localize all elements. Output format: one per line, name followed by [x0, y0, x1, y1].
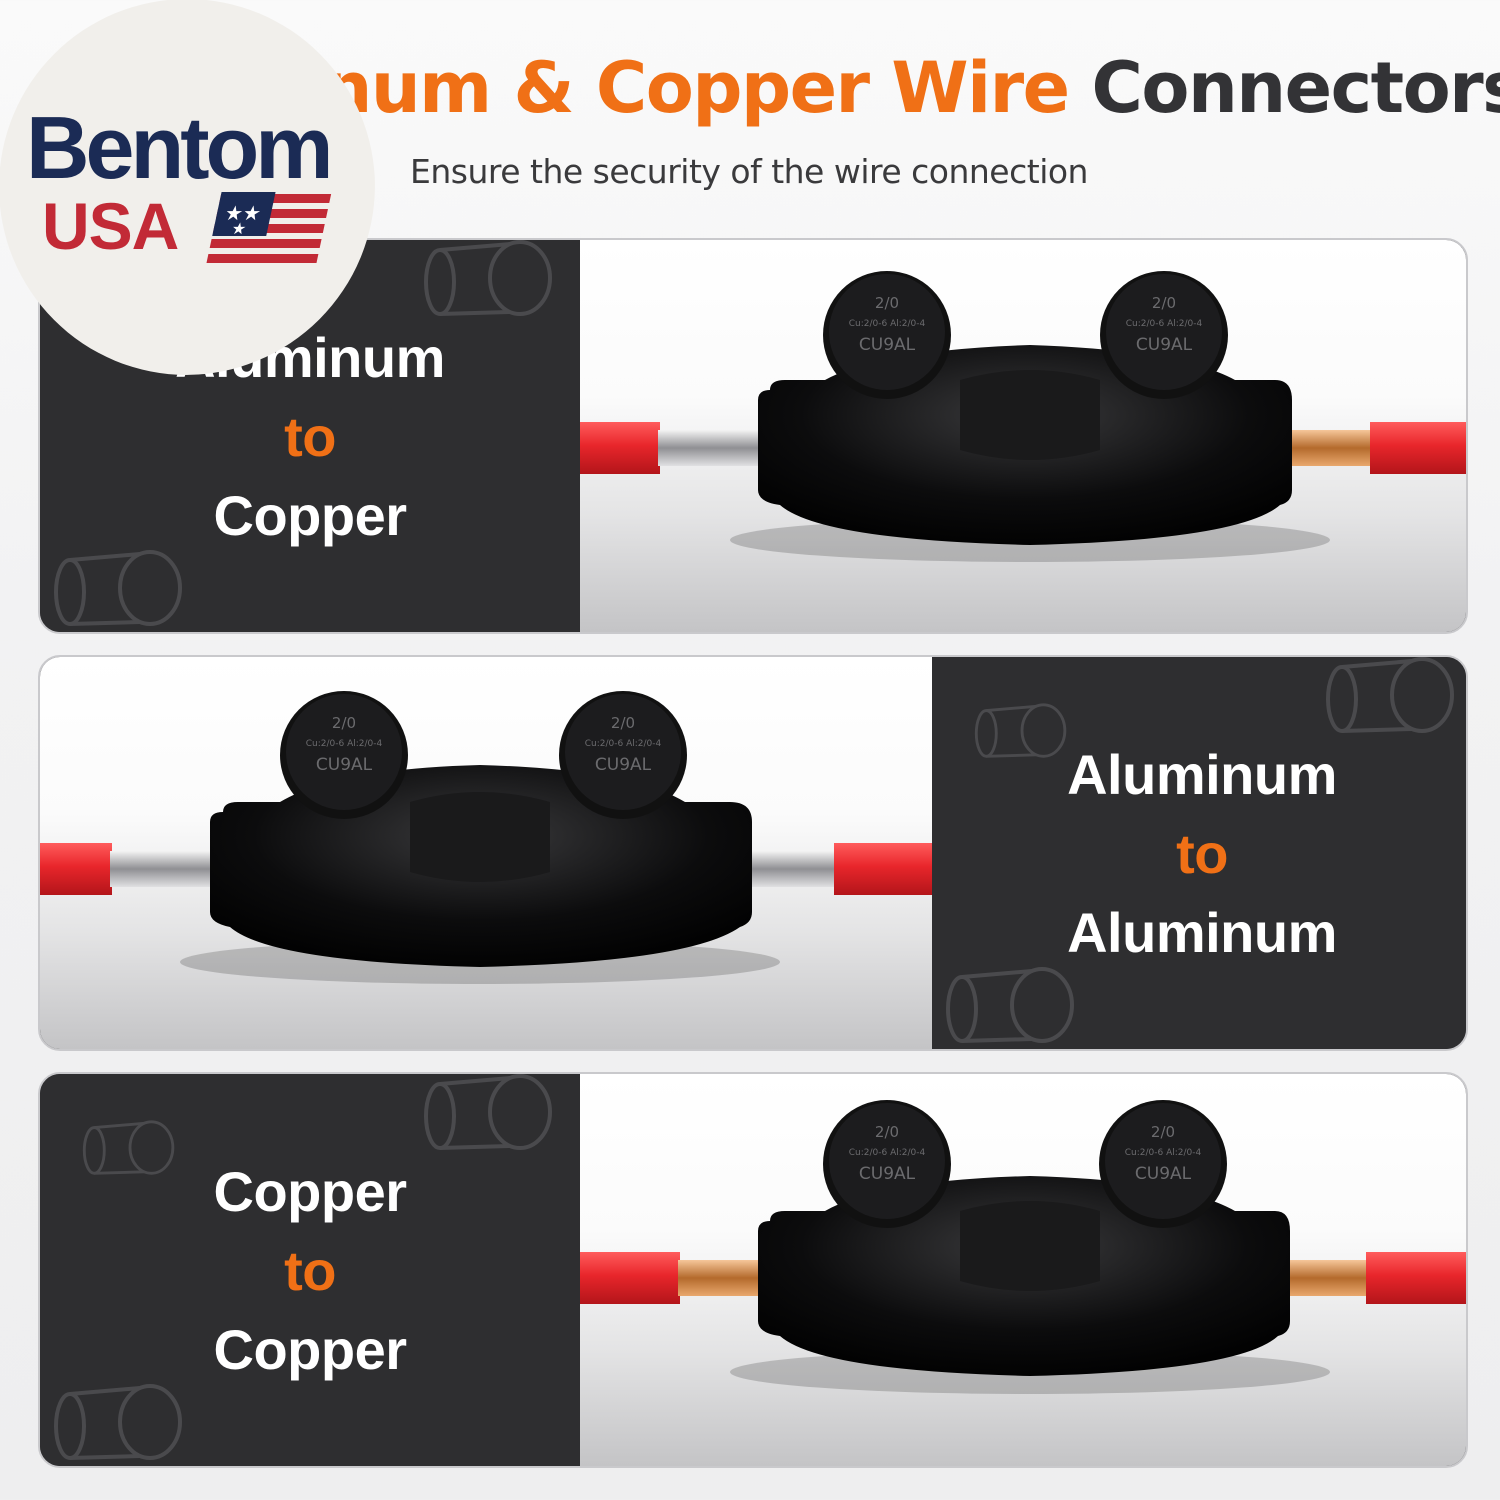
- connector-photo: 2/0 Cu:2/0-6 Al:2/0-4 CU9AL 2/0 Cu:2/0-6…: [580, 1074, 1466, 1466]
- wire-conductor-right: [1288, 1260, 1368, 1296]
- label-to: to: [284, 405, 336, 468]
- wire-insulation-right: [834, 843, 932, 895]
- wire-conductor-right: [1292, 430, 1372, 466]
- wire-insulation-left: [580, 422, 660, 474]
- wire-conductor-right: [750, 851, 836, 887]
- connection-label: Aluminum to Aluminum: [932, 735, 1466, 972]
- connector-photo: 2/0 Cu:2/0-6 Al:2/0-4 CU9AL 2/0 Cu:2/0-6…: [580, 240, 1466, 632]
- cap-rating-text: Cu:2/0-6 Al:2/0-4: [1126, 319, 1203, 329]
- cap-size-text: 2/0: [611, 714, 635, 732]
- label-area: Copper to Copper: [40, 1074, 580, 1466]
- wire-connector-outline-icon: [424, 1074, 552, 1150]
- wire-connector-outline-icon: [946, 967, 1074, 1043]
- brand-logo: Bentom USA ★★ ★: [0, 0, 375, 375]
- label-target: Aluminum: [1067, 901, 1337, 964]
- connector-illustration: 2/0 Cu:2/0-6 Al:2/0-4 CU9AL 2/0 Cu:2/0-6…: [580, 1100, 1466, 1394]
- brand-country: USA: [42, 189, 179, 263]
- set-screw-cap-left: 2/0 Cu:2/0-6 Al:2/0-4 CU9AL: [823, 271, 951, 399]
- page-title: inum & Copper Wire Connectors: [300, 47, 1500, 129]
- connection-label: Aluminum to Copper: [40, 318, 580, 555]
- cap-rating-text: Cu:2/0-6 Al:2/0-4: [306, 739, 383, 749]
- cap-size-text: 2/0: [332, 714, 356, 732]
- panel-copper-to-copper: Copper to Copper 2/0 Cu:2/0-6 Al:2/0-4: [38, 1072, 1468, 1468]
- wire-connector-outline-icon: [1326, 657, 1454, 733]
- label-from: Copper: [213, 1160, 408, 1223]
- set-screw-cap-left: 2/0 Cu:2/0-6 Al:2/0-4 CU9AL: [280, 691, 408, 819]
- cap-rating-text: Cu:2/0-6 Al:2/0-4: [1125, 1148, 1202, 1158]
- set-screw-cap-right: 2/0 Cu:2/0-6 Al:2/0-4 CU9AL: [559, 691, 687, 819]
- connector-illustration: 2/0 Cu:2/0-6 Al:2/0-4 CU9AL 2/0 Cu:2/0-6…: [580, 271, 1466, 562]
- wire-insulation-left: [580, 1252, 680, 1304]
- wire-connector-outline-icon: [54, 1384, 182, 1460]
- wire-connector-outline-icon: [54, 550, 182, 626]
- svg-text:★: ★: [230, 219, 248, 238]
- wire-conductor-left: [110, 851, 220, 887]
- wire-insulation-right: [1366, 1252, 1466, 1304]
- title-rest: Connectors: [1068, 47, 1500, 129]
- wire-connector-outline-icon: [82, 1120, 175, 1175]
- cap-size-text: 2/0: [1151, 1123, 1175, 1141]
- wire-insulation-right: [1370, 422, 1466, 474]
- cap-rating-text: Cu:2/0-6 Al:2/0-4: [849, 1148, 926, 1158]
- set-screw-cap-left: 2/0 Cu:2/0-6 Al:2/0-4 CU9AL: [823, 1100, 951, 1228]
- cap-rating-text: Cu:2/0-6 Al:2/0-4: [585, 739, 662, 749]
- connection-label: Copper to Copper: [40, 1152, 580, 1389]
- set-screw-cap-right: 2/0 Cu:2/0-6 Al:2/0-4 CU9AL: [1100, 271, 1228, 399]
- panel-aluminum-to-aluminum: 2/0 Cu:2/0-6 Al:2/0-4 CU9AL 2/0 Cu:2/0-6…: [38, 655, 1468, 1051]
- connector-photo: 2/0 Cu:2/0-6 Al:2/0-4 CU9AL 2/0 Cu:2/0-6…: [40, 657, 932, 1049]
- wire-conductor-left: [658, 430, 758, 466]
- connector-illustration: 2/0 Cu:2/0-6 Al:2/0-4 CU9AL 2/0 Cu:2/0-6…: [40, 691, 932, 984]
- cap-rating-text: Cu:2/0-6 Al:2/0-4: [849, 319, 926, 329]
- us-flag-icon: ★★ ★: [206, 192, 332, 263]
- wire-connector-outline-icon: [974, 703, 1067, 758]
- cap-size-text: 2/0: [1152, 294, 1176, 312]
- cap-marking-text: CU9AL: [316, 755, 373, 775]
- label-area: Aluminum to Aluminum: [932, 657, 1466, 1049]
- page-subtitle: Ensure the security of the wire connecti…: [410, 152, 1088, 191]
- svg-text:★★: ★★: [223, 201, 264, 225]
- brand-name: Bentom: [26, 98, 334, 197]
- cap-size-text: 2/0: [875, 1123, 899, 1141]
- label-from: Aluminum: [1067, 743, 1337, 806]
- label-to: to: [1176, 822, 1228, 885]
- label-target: Copper: [213, 484, 408, 547]
- cap-marking-text: CU9AL: [1136, 335, 1193, 355]
- label-target: Copper: [213, 1318, 408, 1381]
- cap-marking-text: CU9AL: [595, 755, 652, 775]
- cap-marking-text: CU9AL: [859, 1164, 916, 1184]
- cap-marking-text: CU9AL: [859, 335, 916, 355]
- wire-conductor-left: [678, 1260, 758, 1296]
- label-to: to: [284, 1239, 336, 1302]
- wire-insulation-left: [40, 843, 112, 895]
- cap-marking-text: CU9AL: [1135, 1164, 1192, 1184]
- title-highlight: inum & Copper Wire: [300, 47, 1070, 129]
- set-screw-cap-right: 2/0 Cu:2/0-6 Al:2/0-4 CU9AL: [1099, 1100, 1227, 1228]
- cap-size-text: 2/0: [875, 294, 899, 312]
- wire-connector-outline-icon: [424, 240, 552, 316]
